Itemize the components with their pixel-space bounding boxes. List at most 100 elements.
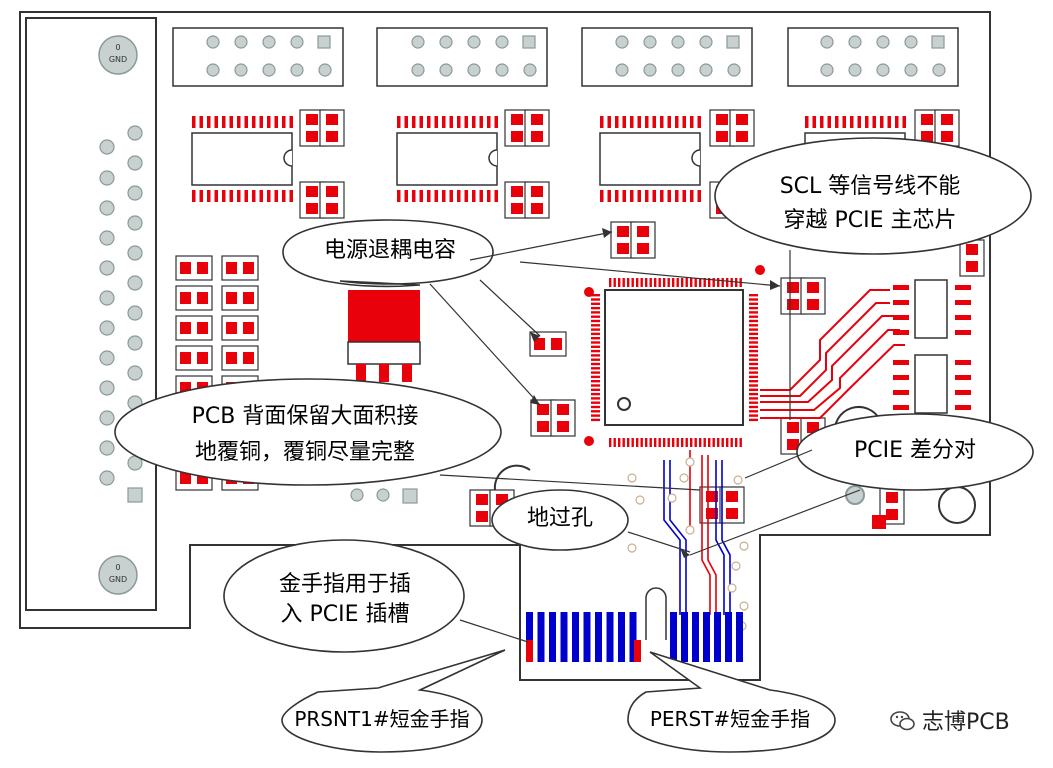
- callout-finger-line1: 金手指用于插: [278, 572, 411, 597]
- qfp-pin-top: [622, 278, 625, 287]
- qfp-pin-right: [749, 410, 758, 413]
- soic-pin: [487, 116, 491, 128]
- right-chip-pads: [893, 285, 971, 410]
- soic-pin: [842, 116, 846, 128]
- soic-pin: [487, 190, 491, 202]
- prsnt-finger: [526, 640, 533, 662]
- qfp-pin-bottom: [721, 438, 724, 447]
- qfp-pin-left: [591, 319, 600, 323]
- qfp-pin-right: [749, 341, 758, 344]
- qfp-pin-right: [749, 332, 758, 336]
- soic-notch: [691, 149, 701, 167]
- soic-pin: [434, 116, 438, 128]
- qfp-pin-bottom: [667, 438, 670, 447]
- soic-notch: [488, 149, 498, 167]
- qfp-pin-bottom: [739, 438, 742, 447]
- qfp-pin-top: [645, 278, 648, 287]
- qfp-pin-left: [591, 384, 600, 387]
- qfp-pin-bottom: [640, 438, 643, 447]
- callout-shapes: [114, 137, 1034, 753]
- soic-pin: [630, 116, 634, 128]
- qfp-pin-bottom: [708, 438, 711, 447]
- qfp-pin-left: [591, 410, 600, 413]
- cap-pad: [531, 131, 543, 142]
- qfp-pin-top: [672, 278, 675, 287]
- qfp-pin-bottom: [645, 438, 648, 447]
- gold-finger: [572, 612, 579, 662]
- capacitor: [550, 399, 576, 437]
- soic-pin: [282, 190, 286, 202]
- soic-pin: [682, 116, 686, 128]
- qfp-pin-top: [663, 278, 666, 287]
- soic-pin: [457, 190, 461, 202]
- qfp-pin-top: [681, 278, 684, 287]
- soic-pin: [652, 190, 656, 202]
- qfp-pin-bottom: [613, 438, 616, 447]
- qfp-pin-left: [591, 311, 600, 314]
- soic-pin: [850, 116, 854, 128]
- top-header-pins: [206, 35, 946, 77]
- chip-pad: [893, 330, 909, 335]
- qfp-pin-left: [591, 362, 600, 366]
- cap-pad: [886, 492, 898, 503]
- cap-pad: [197, 352, 208, 364]
- qfp-pin-top: [618, 278, 621, 287]
- gold-finger: [618, 612, 625, 662]
- capacitor: [175, 255, 213, 281]
- mount-holes-right: [845, 485, 976, 529]
- soic-pin: [479, 190, 483, 202]
- cap-pad: [807, 299, 819, 310]
- right-small-chips: [914, 279, 948, 414]
- qfp-pin-bottom: [609, 438, 612, 447]
- qfp-pin-left: [591, 328, 600, 331]
- soic-pin: [192, 116, 196, 128]
- qfp-pin-top: [609, 278, 612, 287]
- qfp-pin-right: [749, 302, 758, 305]
- soic-pin: [289, 116, 293, 128]
- qfp-pin-right: [749, 401, 758, 404]
- qfp-pin-left: [591, 397, 600, 400]
- soic-pin: [282, 116, 286, 128]
- qfp-pin-left: [591, 380, 600, 383]
- soic-pin: [427, 116, 431, 128]
- soic-pin: [397, 190, 401, 202]
- cap-pad: [637, 243, 649, 254]
- capacitor: [175, 285, 213, 311]
- soic-pin: [397, 116, 401, 128]
- chip-pad: [893, 390, 909, 395]
- callout-scl-line2: 穿越 PCIE 主芯片: [783, 208, 957, 233]
- qfp-pin-top: [690, 278, 693, 287]
- qfp-pin-right: [749, 397, 758, 400]
- qfp-pin-top: [694, 278, 697, 287]
- gold-fingers: [526, 612, 743, 662]
- capacitor: [175, 315, 213, 341]
- cap-pad: [531, 203, 543, 214]
- cap-pad: [197, 292, 208, 304]
- cap-pad: [180, 292, 191, 304]
- capacitor: [934, 109, 960, 147]
- soic-pin: [442, 116, 446, 128]
- qfp-pin-right: [749, 414, 758, 417]
- cap-pad: [736, 114, 748, 125]
- soic-pin: [805, 116, 809, 128]
- qfp-pin-left: [591, 315, 600, 318]
- chip-pad: [955, 360, 971, 365]
- soic-pin: [274, 116, 278, 128]
- cap-pad: [306, 114, 318, 125]
- qfp-pin-top: [631, 278, 634, 287]
- qfp-pin-top: [708, 278, 711, 287]
- soic-pin: [895, 116, 899, 128]
- soic-pin: [902, 116, 906, 128]
- cap-pad: [617, 243, 629, 254]
- gold-finger: [703, 612, 710, 662]
- soic-pin: [615, 190, 619, 202]
- qfp-pin-bottom: [703, 438, 706, 447]
- cap-pad: [537, 421, 549, 432]
- soic-pin: [244, 116, 248, 128]
- chip-pad: [955, 285, 971, 290]
- via: [739, 601, 749, 611]
- qfp-pin-top: [636, 278, 639, 287]
- qfp-pin-bottom: [681, 438, 684, 447]
- qfp-pin-left: [591, 375, 600, 379]
- pcie-main-chip: [584, 265, 765, 446]
